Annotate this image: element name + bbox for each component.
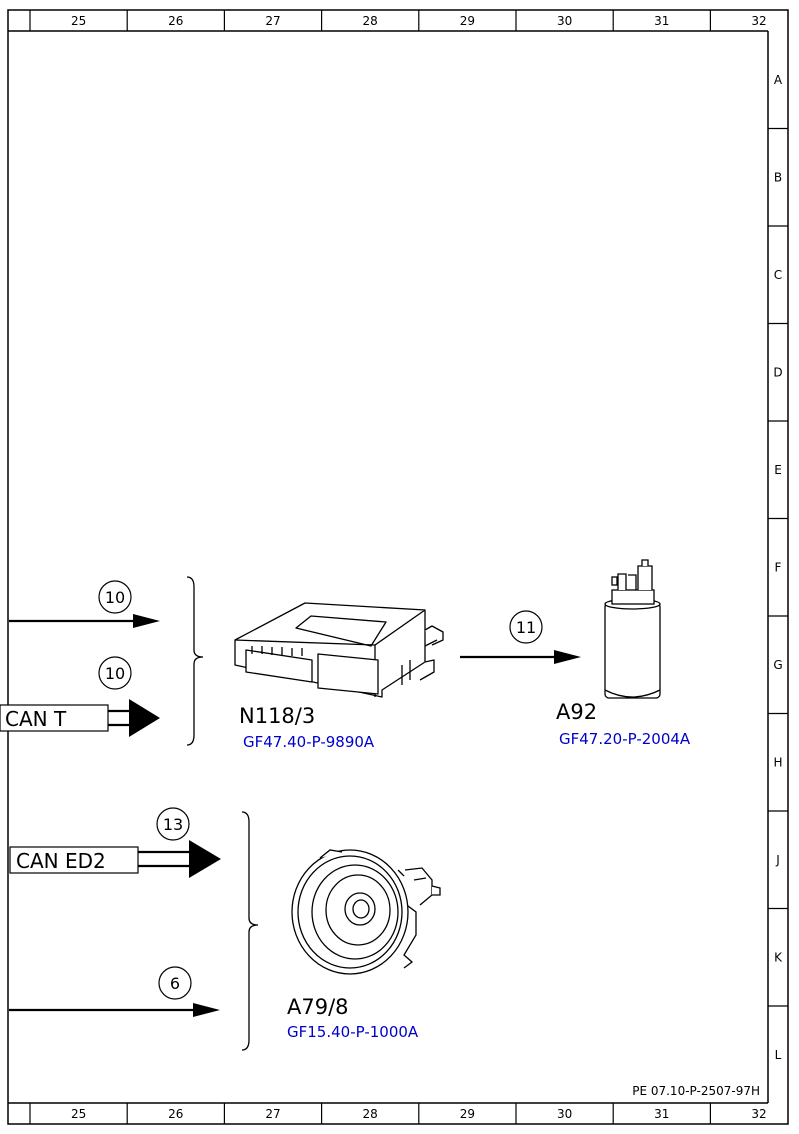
pyrotechnic-actuator-icon (291, 849, 441, 975)
control-unit-icon (234, 602, 444, 698)
signal-11: 11 (460, 610, 581, 664)
column-ruler-bottom: 25 26 27 28 29 30 31 32 (29, 1103, 767, 1124)
component-code-a79-8: A79/8 (287, 995, 349, 1019)
bus-label: CAN T (5, 707, 67, 731)
signal-number-badge (158, 966, 192, 1000)
signal-number: 10 (105, 664, 125, 683)
row-ruler: A B C D E F G H J K L (768, 73, 788, 1062)
document-code: PE 07.10-P-2507-97H (632, 1084, 760, 1098)
row-label: J (775, 853, 780, 867)
component-code-a92: A92 (556, 700, 597, 724)
row-label: E (774, 463, 782, 477)
input-brace (186, 576, 204, 746)
bus-label-box (0, 704, 109, 732)
column-label: 32 (751, 14, 766, 28)
signal-number-badge (509, 610, 543, 644)
signal-number: 11 (516, 618, 536, 637)
column-label: 30 (557, 14, 572, 28)
signal-number: 6 (170, 974, 180, 993)
bus-arrow-head (189, 840, 221, 878)
row-label: K (774, 950, 783, 964)
column-label: 26 (168, 1107, 183, 1121)
column-label: 27 (265, 14, 280, 28)
row-label: G (773, 658, 782, 672)
signal-number-badge (156, 807, 190, 841)
signal-number-badge (98, 580, 132, 614)
row-label: F (775, 560, 782, 574)
input-brace (241, 811, 259, 1051)
bus-arrow-head (129, 699, 160, 737)
row-label: C (774, 268, 782, 282)
column-label: 31 (654, 14, 669, 28)
column-ruler-top: 25 26 27 28 29 30 31 32 (29, 10, 767, 31)
signal-number-badge (98, 656, 132, 690)
bus-label: CAN ED2 (16, 849, 106, 873)
row-label: A (774, 73, 783, 87)
drawing-frame (7, 9, 789, 1125)
column-label: 28 (363, 1107, 378, 1121)
column-label: 26 (168, 14, 183, 28)
column-label: 29 (460, 1107, 475, 1121)
column-label: 25 (71, 1107, 86, 1121)
signal-6: 6 (9, 966, 220, 1017)
signal-10-top: 10 (9, 580, 160, 628)
component-ref-a92[interactable]: GF47.20-P-2004A (559, 730, 691, 748)
signal-13-can-ed2: CAN ED2 13 (9, 807, 221, 878)
column-label: 27 (265, 1107, 280, 1121)
fuel-pump-icon (604, 559, 661, 699)
column-label: 30 (557, 1107, 572, 1121)
row-label: D (773, 365, 782, 379)
row-label: B (774, 170, 782, 184)
signal-number: 13 (163, 815, 183, 834)
component-ref-n118-3[interactable]: GF47.40-P-9890A (243, 733, 375, 751)
column-label: 28 (363, 14, 378, 28)
column-label: 29 (460, 14, 475, 28)
column-label: 32 (751, 1107, 766, 1121)
bus-label-box (9, 846, 139, 874)
signal-10-can-t: CAN T 10 (0, 656, 160, 737)
signal-number: 10 (105, 588, 125, 607)
row-label: H (773, 755, 782, 769)
column-label: 25 (71, 14, 86, 28)
component-ref-a79-8[interactable]: GF15.40-P-1000A (287, 1023, 419, 1041)
row-label: L (775, 1048, 782, 1062)
component-code-n118-3: N118/3 (239, 704, 315, 728)
column-label: 31 (654, 1107, 669, 1121)
